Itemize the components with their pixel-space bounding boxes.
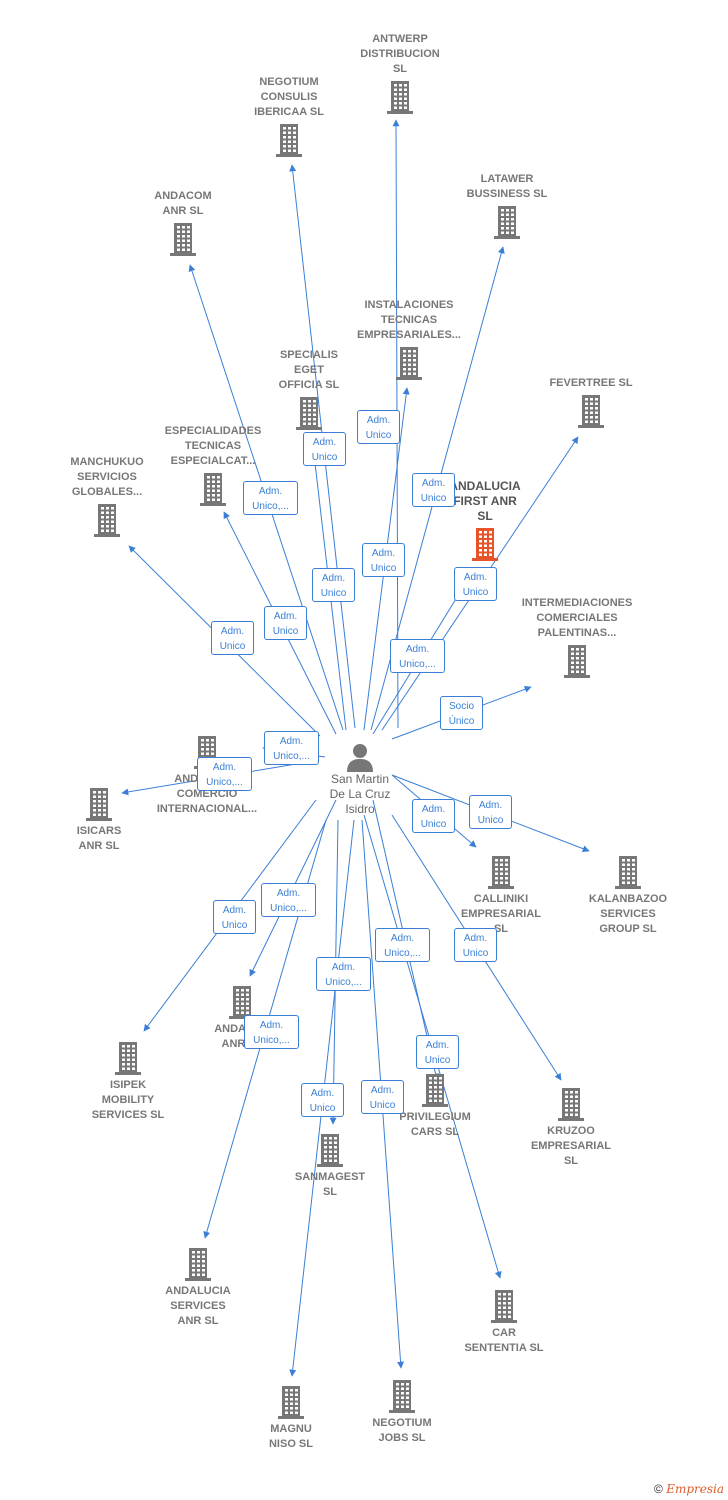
company-label: ANDACOM ANR SL bbox=[154, 190, 212, 217]
role-badge[interactable]: Adm. Unico bbox=[469, 795, 512, 829]
company-label: NEGOTIUM JOBS SL bbox=[372, 1417, 432, 1444]
role-badge[interactable]: Adm. Unico,... bbox=[264, 731, 319, 765]
role-badge[interactable]: Adm. Unico bbox=[303, 432, 346, 466]
role-badge[interactable]: Adm. Unico,... bbox=[316, 957, 371, 991]
company-node-andalucia-services[interactable]: ANDALUCIA SERVICES ANR SL bbox=[133, 1244, 263, 1329]
company-label: ANDALUCIA FIRST ANR SL bbox=[449, 479, 521, 523]
company-label: CAR SENTENTIA SL bbox=[464, 1327, 544, 1354]
role-badge[interactable]: Adm. Unico bbox=[213, 900, 256, 934]
building-icon bbox=[387, 81, 413, 114]
building-icon bbox=[389, 1380, 415, 1413]
company-label: NEGOTIUM CONSULIS IBERICAA SL bbox=[254, 76, 324, 118]
person-icon bbox=[347, 744, 373, 772]
building-icon bbox=[185, 1248, 211, 1281]
building-icon bbox=[278, 1386, 304, 1419]
company-node-specialis[interactable]: SPECIALIS EGET OFFICIA SL bbox=[244, 348, 374, 433]
company-node-antwerp[interactable]: ANTWERP DISTRIBUCION SL bbox=[335, 32, 465, 117]
company-label: FEVERTREE SL bbox=[549, 377, 633, 389]
company-node-andacom[interactable]: ANDACOM ANR SL bbox=[118, 189, 248, 259]
company-label: KRUZOO EMPRESARIAL SL bbox=[530, 1125, 612, 1167]
person-label: San Martin De La Cruz Isidro bbox=[329, 772, 391, 816]
building-icon bbox=[200, 473, 226, 506]
person-node-san-martin[interactable]: San Martin De La Cruz Isidro bbox=[310, 742, 410, 817]
building-icon bbox=[317, 1134, 343, 1167]
role-badge[interactable]: Adm. Unico bbox=[416, 1035, 459, 1069]
company-node-instalaciones[interactable]: INSTALACIONES TECNICAS EMPRESARIALES... bbox=[344, 298, 474, 383]
building-icon bbox=[558, 1088, 584, 1121]
building-icon bbox=[578, 395, 604, 428]
building-icon bbox=[86, 788, 112, 821]
building-icon bbox=[296, 397, 322, 430]
company-label: ISIPEK MOBILITY SERVICES SL bbox=[91, 1079, 165, 1121]
building-icon bbox=[472, 528, 498, 561]
company-label: ANTWERP DISTRIBUCION SL bbox=[360, 33, 440, 75]
role-badge[interactable]: Adm. Unico bbox=[361, 1080, 404, 1114]
company-label: ISICARS ANR SL bbox=[76, 825, 122, 852]
company-label: LATAWER BUSSINESS SL bbox=[466, 173, 548, 200]
role-badge[interactable]: Adm. Unico,... bbox=[390, 639, 445, 673]
copyright-mark: © bbox=[654, 1482, 663, 1496]
building-icon bbox=[564, 645, 590, 678]
building-icon bbox=[115, 1042, 141, 1075]
building-icon bbox=[229, 986, 255, 1019]
company-node-kalanbazoo[interactable]: KALANBAZOO SERVICES GROUP SL bbox=[563, 852, 693, 937]
company-label: CALLINIKI EMPRESARIAL SL bbox=[460, 893, 542, 935]
building-icon bbox=[170, 223, 196, 256]
company-label: MAGNU NISO SL bbox=[268, 1423, 313, 1450]
role-badge[interactable]: Adm. Unico bbox=[412, 799, 455, 833]
company-node-especialidades[interactable]: ESPECIALIDADES TECNICAS ESPECIALCAT... bbox=[148, 424, 278, 509]
role-badge[interactable]: Adm. Unico bbox=[264, 606, 307, 640]
company-node-privilegium[interactable]: PRIVILEGIUM CARS SL bbox=[370, 1070, 500, 1140]
role-badge[interactable]: Adm. Unico bbox=[454, 567, 497, 601]
company-node-kruzoo[interactable]: KRUZOO EMPRESARIAL SL bbox=[506, 1084, 636, 1169]
role-badge[interactable]: Adm. Unico,... bbox=[244, 1015, 299, 1049]
company-node-andalucia-first[interactable]: ANDALUCIA FIRST ANR SL bbox=[420, 479, 550, 564]
company-node-manchukuo[interactable]: MANCHUKUO SERVICIOS GLOBALES... bbox=[42, 455, 172, 540]
role-badge[interactable]: Adm. Unico,... bbox=[261, 883, 316, 917]
building-icon bbox=[276, 124, 302, 157]
company-label: INTERMEDIACIONES COMERCIALES PALENTINAS.… bbox=[521, 597, 633, 639]
role-badge[interactable]: Adm. Unico,... bbox=[243, 481, 298, 515]
building-icon bbox=[494, 206, 520, 239]
building-icon bbox=[491, 1290, 517, 1323]
company-node-negotium-jobs[interactable]: NEGOTIUM JOBS SL bbox=[337, 1376, 467, 1446]
building-icon bbox=[94, 504, 120, 537]
company-node-andacar[interactable]: ANDACAR ANR SL bbox=[177, 982, 307, 1052]
company-node-isicars[interactable]: ISICARS ANR SL bbox=[34, 784, 164, 854]
company-node-latawer[interactable]: LATAWER BUSSINESS SL bbox=[442, 172, 572, 242]
company-node-intermediaciones[interactable]: INTERMEDIACIONES COMERCIALES PALENTINAS.… bbox=[512, 596, 642, 681]
role-badge[interactable]: Adm. Unico,... bbox=[375, 928, 430, 962]
company-node-fevertree[interactable]: FEVERTREE SL bbox=[526, 376, 656, 431]
company-label: INSTALACIONES TECNICAS EMPRESARIALES... bbox=[357, 299, 461, 341]
company-node-magnu[interactable]: MAGNU NISO SL bbox=[226, 1382, 356, 1452]
brand-watermark: © Empresia bbox=[654, 1482, 724, 1496]
company-node-negotium-consulis[interactable]: NEGOTIUM CONSULIS IBERICAA SL bbox=[224, 75, 354, 160]
building-icon bbox=[396, 347, 422, 380]
company-label: SPECIALIS EGET OFFICIA SL bbox=[278, 349, 340, 391]
company-label: KALANBAZOO SERVICES GROUP SL bbox=[588, 893, 668, 935]
building-icon bbox=[615, 856, 641, 889]
company-node-isipek[interactable]: ISIPEK MOBILITY SERVICES SL bbox=[63, 1038, 193, 1123]
company-node-car-sententia[interactable]: CAR SENTENTIA SL bbox=[439, 1286, 569, 1356]
company-node-calliniki[interactable]: CALLINIKI EMPRESARIAL SL bbox=[436, 852, 566, 937]
role-badge[interactable]: Adm. Unico bbox=[454, 928, 497, 962]
role-badge[interactable]: Adm. Unico bbox=[357, 410, 400, 444]
role-badge[interactable]: Adm. Unico,... bbox=[197, 757, 252, 791]
role-badge[interactable]: Adm. Unico bbox=[362, 543, 405, 577]
role-badge[interactable]: Adm. Unico bbox=[211, 621, 254, 655]
building-icon bbox=[422, 1074, 448, 1107]
role-badge[interactable]: Adm. Unico bbox=[412, 473, 455, 507]
role-badge[interactable]: Adm. Unico bbox=[301, 1083, 344, 1117]
role-badge[interactable]: Adm. Unico bbox=[312, 568, 355, 602]
role-badge[interactable]: Socio Único bbox=[440, 696, 483, 730]
building-icon bbox=[488, 856, 514, 889]
company-label: ESPECIALIDADES TECNICAS ESPECIALCAT... bbox=[164, 425, 262, 467]
company-label: MANCHUKUO SERVICIOS GLOBALES... bbox=[70, 456, 144, 498]
company-label: SANMAGEST SL bbox=[294, 1171, 366, 1198]
brand-name: Empresia bbox=[666, 1482, 724, 1496]
company-node-sanmagest[interactable]: SANMAGEST SL bbox=[265, 1130, 395, 1200]
company-label: ANDALUCIA SERVICES ANR SL bbox=[165, 1285, 231, 1327]
company-label: PRIVILEGIUM CARS SL bbox=[399, 1111, 471, 1138]
